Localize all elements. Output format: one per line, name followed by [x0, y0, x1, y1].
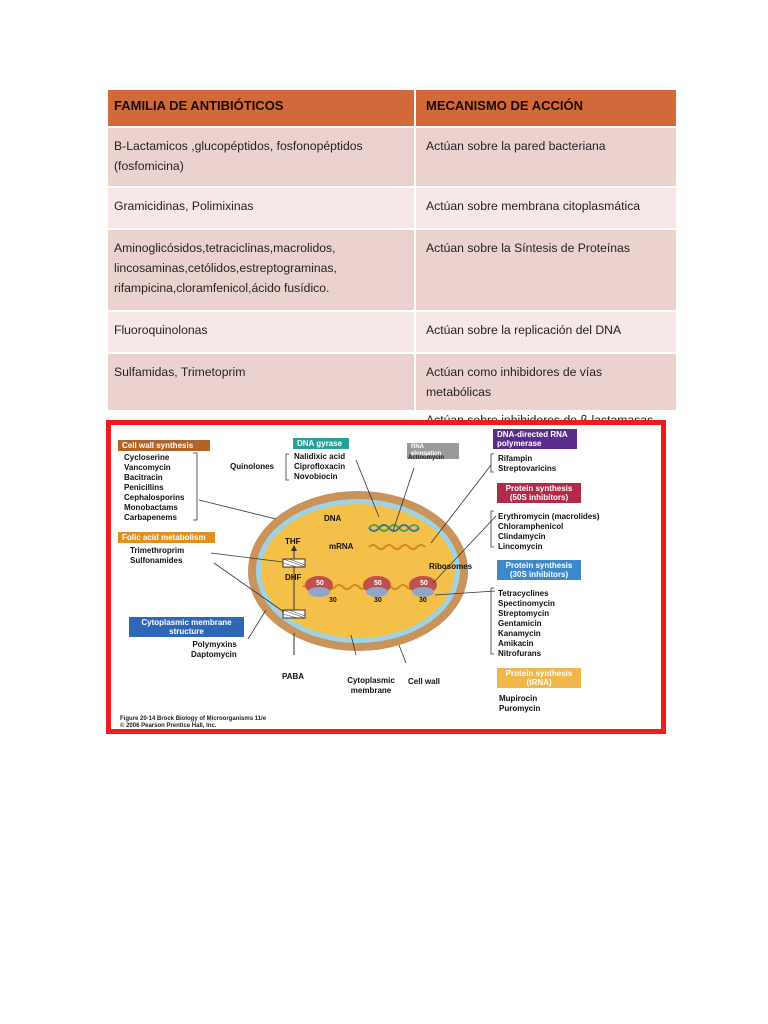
ribosome-30s-label: 30	[374, 596, 382, 606]
drug-name: Penicillins	[124, 483, 184, 493]
drug-name: Spectinomycin	[498, 599, 555, 609]
protein-30s-tag: Protein synthesis (30S inhibitors)	[497, 560, 581, 580]
cell-family: Sulfamidas, Trimetoprim	[108, 354, 416, 410]
ribosome-50s-label: 50	[420, 579, 428, 589]
cell-mechanism: Actúan sobre la Síntesis de Proteínas	[416, 230, 676, 310]
drug-name: Sulfonamides	[130, 556, 184, 566]
drug-name: Erythromycin (macrolides)	[498, 512, 599, 522]
drug-name: Gentamicin	[498, 619, 555, 629]
folic-acid-tag: Folic acid metabolism	[118, 532, 215, 543]
list-bracket	[491, 588, 494, 654]
drug-name: Nalidixic acid	[294, 452, 345, 462]
table-row: Sulfamidas, Trimetoprim Actúan como inhi…	[108, 352, 676, 410]
mechanism-line: Actúan como inhibidores de vías metabóli…	[426, 365, 602, 399]
drug-name: Nitrofurans	[498, 649, 555, 659]
dna-label: DNA	[324, 514, 341, 524]
drug-name: Streptovaricins	[498, 464, 556, 474]
drug-name: Kanamycin	[498, 629, 555, 639]
quinolones-label: Quinolones	[230, 462, 274, 472]
dhf-label: DHF	[285, 573, 301, 583]
ribosomes-label: Ribosomes	[429, 562, 472, 572]
drug-name: Rifampin	[498, 454, 556, 464]
drug-name: Streptomycin	[498, 609, 555, 619]
drug-name: Novobiocin	[294, 472, 345, 482]
cell-mechanism: Actúan sobre la pared bacteriana	[416, 128, 676, 186]
drug-name: Ciprofloxacin	[294, 462, 345, 472]
cell-mechanism: Actúan sobre membrana citoplasmática	[416, 188, 676, 228]
drug-name: Lincomycin	[498, 542, 599, 552]
drug-name: Cephalosporins	[124, 493, 184, 503]
leader-line	[399, 645, 406, 663]
leader-line	[248, 610, 266, 639]
drug-name: Trimethroprim	[130, 546, 184, 556]
drug-name: Vancomycin	[124, 463, 184, 473]
folic-acid-drug-list: Trimethroprim Sulfonamides	[130, 546, 184, 566]
cell-family: Fluoroquinolonas	[108, 312, 416, 352]
table-row: Fluoroquinolonas Actúan sobre la replica…	[108, 310, 676, 352]
table-header: FAMILIA DE ANTIBIÓTICOS MECANISMO DE ACC…	[108, 90, 676, 126]
header-family: FAMILIA DE ANTIBIÓTICOS	[108, 90, 416, 126]
protein-30s-drug-list: Tetracyclines Spectinomycin Streptomycin…	[498, 589, 555, 659]
mrna-label: mRNA	[329, 542, 353, 552]
dna-gyrase-tag: DNA gyrase	[293, 438, 349, 449]
ribosome-30s-label: 30	[419, 596, 427, 606]
cytoplasmic-membrane-label: Cytoplasmic membrane	[345, 676, 397, 696]
drug-name: Chloramphenicol	[498, 522, 599, 532]
figure-caption-line: Figure 20-14 Brock Biology of Microorgan…	[120, 716, 266, 723]
drug-name: Tetracyclines	[498, 589, 555, 599]
protein-trna-tag: Protein synthesis (tRNA)	[497, 668, 581, 688]
cell-mechanism: Actúan como inhibidores de vías metabóli…	[416, 354, 676, 410]
header-mechanism: MECANISMO DE ACCIÓN	[416, 90, 676, 126]
drug-name: Mupirocin	[499, 694, 540, 704]
dna-gyrase-drug-list: Nalidixic acid Ciprofloxacin Novobiocin	[294, 452, 345, 482]
drug-name: Clindamycin	[498, 532, 599, 542]
membrane-drug-list: Polymyxins Daptomycin	[191, 640, 237, 660]
ribosome-50s-label: 50	[374, 579, 382, 589]
cytoplasmic-membrane-tag: Cytoplasmic membrane structure	[129, 617, 244, 637]
thf-label: THF	[285, 537, 301, 547]
paba-label: PABA	[282, 672, 304, 682]
drug-name: Carbapenems	[124, 513, 184, 523]
cell-wall-label: Cell wall	[408, 677, 440, 687]
drug-name: Bacitracin	[124, 473, 184, 483]
drug-name: Actinomycin	[408, 455, 444, 462]
cell-family: Aminoglicósidos,tetraciclinas,macrolidos…	[108, 230, 416, 310]
ribosome-30s-label: 30	[329, 596, 337, 606]
rna-polymerase-tag: DNA-directed RNA polymerase	[493, 429, 577, 449]
figure-caption-line: © 2006 Pearson Prentice Hall, Inc.	[120, 723, 216, 730]
list-bracket	[491, 454, 494, 472]
drug-name: Puromycin	[499, 704, 540, 714]
table-row: Aminoglicósidos,tetraciclinas,macrolidos…	[108, 228, 676, 310]
leader-line	[199, 500, 276, 519]
protein-50s-tag: Protein synthesis (50S inhibitors)	[497, 483, 581, 503]
cell-wall-drug-list: Cycloserine Vancomycin Bacitracin Penici…	[124, 453, 184, 523]
antibiotic-table: FAMILIA DE ANTIBIÓTICOS MECANISMO DE ACC…	[108, 90, 676, 410]
protein-50s-drug-list: Erythromycin (macrolides) Chloramphenico…	[498, 512, 599, 552]
drug-name: Cycloserine	[124, 453, 184, 463]
rna-polymerase-drug-list: Rifampin Streptovaricins	[498, 454, 556, 474]
cell-mechanism: Actúan sobre la replicación del DNA	[416, 312, 676, 352]
ribosome-50s-label: 50	[316, 579, 324, 589]
table-row: Gramicidinas, Polimixinas Actúan sobre m…	[108, 186, 676, 228]
cell-family: Gramicidinas, Polimixinas	[108, 188, 416, 228]
drug-name: Polymyxins	[191, 640, 237, 650]
drug-name: Amikacin	[498, 639, 555, 649]
table-row: B-Lactamicos ,glucopéptidos, fosfonopépt…	[108, 126, 676, 186]
drug-name: Monobactams	[124, 503, 184, 513]
antibiotic-targets-figure: Cell wall synthesis Cycloserine Vancomyc…	[106, 420, 666, 734]
drug-name: Daptomycin	[191, 650, 237, 660]
cell-family: B-Lactamicos ,glucopéptidos, fosfonopépt…	[108, 128, 416, 186]
list-bracket	[193, 453, 197, 520]
protein-trna-drug-list: Mupirocin Puromycin	[499, 694, 540, 714]
list-bracket	[286, 454, 289, 480]
cell-wall-synthesis-tag: Cell wall synthesis	[118, 440, 210, 451]
list-bracket	[491, 511, 494, 547]
